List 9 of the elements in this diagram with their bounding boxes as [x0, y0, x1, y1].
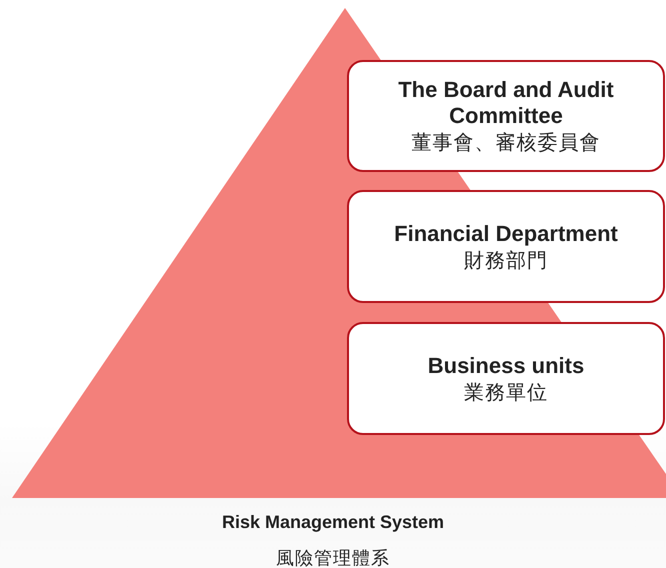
tier-title-chinese: 董事會、審核委員會	[412, 129, 600, 155]
pyramid-caption-chinese: 風險管理體系	[276, 548, 390, 568]
tier-title-chinese: 財務部門	[464, 246, 548, 272]
tier-box	[347, 60, 665, 172]
pyramid-caption: Risk Management System	[222, 512, 444, 532]
tier-title: Business units	[428, 352, 584, 378]
tier-title-chinese: 業務單位	[464, 378, 548, 404]
tier-title: The Board and Audit Committee	[397, 77, 615, 129]
tier-title: Financial Department	[394, 220, 618, 246]
